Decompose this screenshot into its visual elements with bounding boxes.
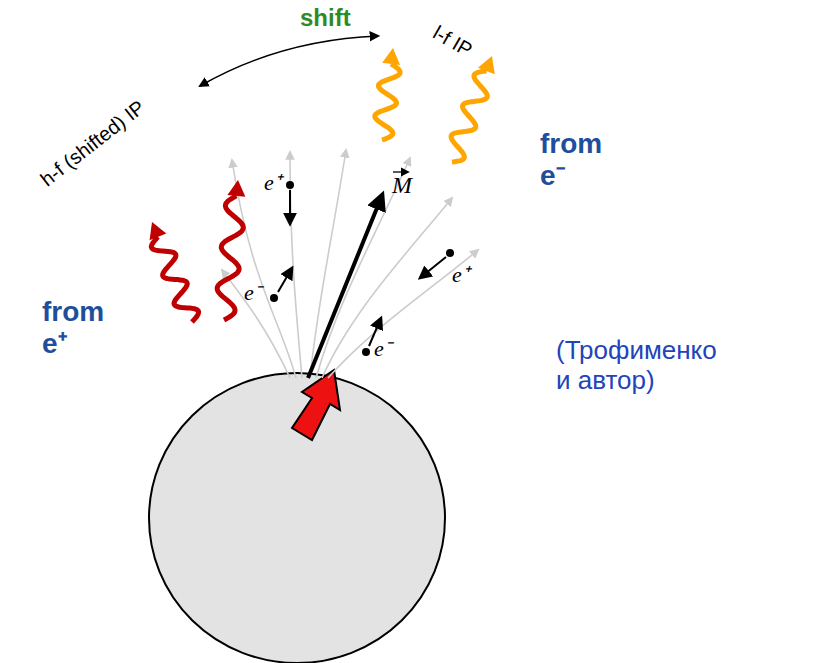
photons [150,48,495,322]
magnetic-moment-vector [308,198,381,378]
shift-label: shift [300,4,351,32]
photon-head [382,48,400,65]
photon-wave [375,64,400,140]
spin-arrow [292,370,340,440]
particle-label: e⁻ [244,280,261,305]
photon-wave [451,71,487,162]
source-label: from e⁺ [42,296,112,360]
photon-head [478,56,495,74]
photon-head [227,180,245,197]
particle-label: e⁺ [452,262,469,287]
photon-wave [217,196,243,320]
credit-note: (Трофименко и автор) [556,336,731,396]
particle-label: e⁻ [374,336,391,361]
particles [270,181,454,356]
photon-head [150,222,167,240]
band-label: l-f IP [429,21,476,61]
star-sphere [149,373,445,663]
particle-label: e⁺ [264,170,281,195]
photon-wave [151,237,198,322]
field-lines [222,150,478,378]
source-label: from e⁻ [540,128,610,192]
band-label: h-f (shifted) IP [36,96,149,191]
shift-arrow [200,36,378,86]
vector-label: M [392,172,412,200]
